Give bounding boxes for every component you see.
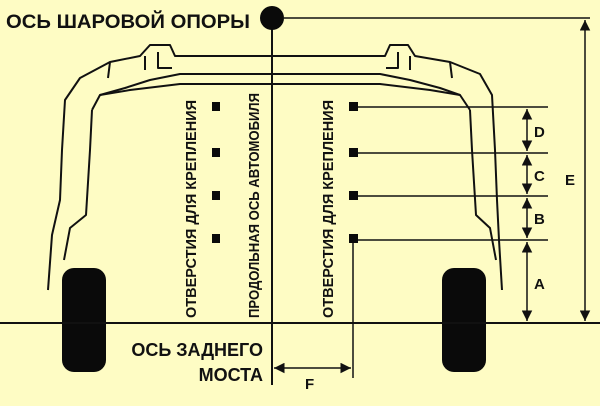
dim-d-label: D [534,124,545,141]
mounting-hole [349,148,358,157]
mounting-hole [212,191,220,200]
mounting-holes-left-label: ОТВЕРСТИЯ ДЛЯ КРЕПЛЕНИЯ [183,100,200,318]
mounting-hole [349,102,358,111]
dim-f-label: F [305,376,314,393]
longitudinal-axis-label: ПРОДОЛЬНАЯ ОСЬ АВТОМОБИЛЯ [246,93,263,318]
rear-axle-label-line2: МОСТА [199,365,263,385]
ball-joint-marker [260,6,284,30]
dim-b-label: B [534,211,545,228]
dim-c-label: C [534,168,545,185]
dim-a-label: A [534,276,545,293]
mounting-hole [349,191,358,200]
mounting-hole [212,148,220,157]
mounting-hole [212,234,220,243]
rear-right-tire [442,268,486,372]
mounting-hole [212,102,220,111]
mounting-holes-right-group [349,102,358,243]
rear-axle-label-line1: ОСЬ ЗАДНЕГО [131,340,263,360]
dim-e-label: E [565,172,575,189]
ball-joint-axis-label: ОСЬ ШАРОВОЙ ОПОРЫ [6,11,250,33]
hole-extension-lines [358,106,548,241]
rear-left-tire [62,268,106,372]
mounting-hole [349,234,358,243]
dimension-arrows [274,20,591,374]
mounting-holes-right-label: ОТВЕРСТИЯ ДЛЯ КРЕПЛЕНИЯ [320,100,337,318]
mounting-holes-left-group [212,102,220,243]
vehicle-body-outline [47,44,503,291]
